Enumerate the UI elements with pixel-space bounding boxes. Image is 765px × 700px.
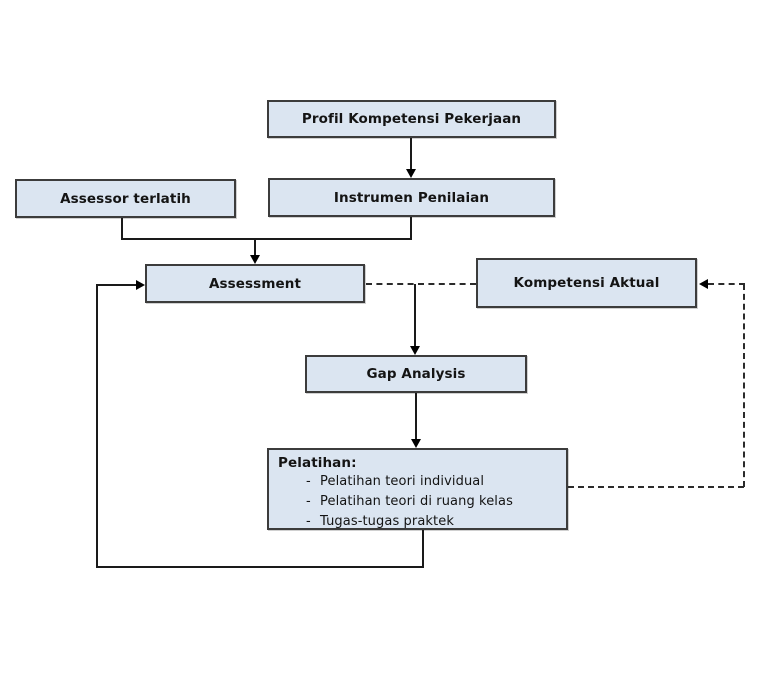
node-label: Assessor terlatih [60, 190, 191, 207]
node-assessment: Assessment [145, 264, 365, 303]
connector-to-gap [414, 284, 416, 347]
arrowhead-down-icon [406, 169, 416, 178]
node-kompetensi-aktual: Kompetensi Aktual [476, 258, 697, 308]
pelatihan-list: - Pelatihan teori individual - Pelatihan… [278, 472, 558, 532]
arrowhead-right-icon [136, 280, 145, 290]
list-item: - Tugas-tugas praktek [278, 512, 558, 532]
node-label: Pelatihan: [278, 455, 357, 471]
arrowhead-down-icon [411, 439, 421, 448]
connector-merge-drop [254, 238, 256, 256]
arrowhead-left-icon [699, 279, 708, 289]
list-item: - Pelatihan teori individual [278, 472, 558, 492]
connector-assessment-kompetensi-dashed [366, 283, 476, 285]
dashed-loop-bottom [568, 486, 744, 488]
list-item: - Pelatihan teori di ruang kelas [278, 492, 558, 512]
connector-merge-horizontal [121, 238, 412, 240]
arrowhead-down-icon [250, 255, 260, 264]
dashed-loop-right [743, 284, 745, 487]
list-item-text: Tugas-tugas praktek [320, 514, 454, 529]
feedback-loop-into-assessment [96, 284, 137, 286]
connector-assessor-drop [121, 218, 123, 240]
feedback-loop-left [96, 284, 98, 568]
connector-profil-instrumen [410, 138, 412, 169]
list-bullet: - [306, 474, 311, 489]
node-profil-kompetensi-pekerjaan: Profil Kompetensi Pekerjaan [267, 100, 556, 138]
node-label: Instrumen Penilaian [333, 189, 490, 206]
dashed-loop-into-kompetensi [708, 283, 745, 285]
node-label: Profil Kompetensi Pekerjaan [301, 111, 522, 127]
connector-gap-pelatihan [415, 393, 417, 440]
node-assessor-terlatih: Assessor terlatih [15, 179, 236, 218]
feedback-loop-pelatihan-drop [422, 530, 424, 568]
feedback-loop-bottom [96, 566, 424, 568]
node-gap-analysis: Gap Analysis [305, 355, 527, 393]
node-label: Kompetensi Aktual [513, 275, 660, 291]
list-item-text: Pelatihan teori di ruang kelas [320, 494, 513, 509]
connector-instrumen-drop [410, 217, 412, 240]
node-instrumen-penilaian: Instrumen Penilaian [268, 178, 555, 217]
arrowhead-down-icon [410, 346, 420, 355]
node-label: Gap Analysis [366, 366, 466, 382]
list-bullet: - [306, 494, 311, 509]
node-label: Assessment [208, 275, 302, 292]
list-bullet: - [306, 514, 311, 529]
node-pelatihan: Pelatihan: - Pelatihan teori individual … [267, 448, 568, 530]
list-item-text: Pelatihan teori individual [320, 474, 485, 489]
